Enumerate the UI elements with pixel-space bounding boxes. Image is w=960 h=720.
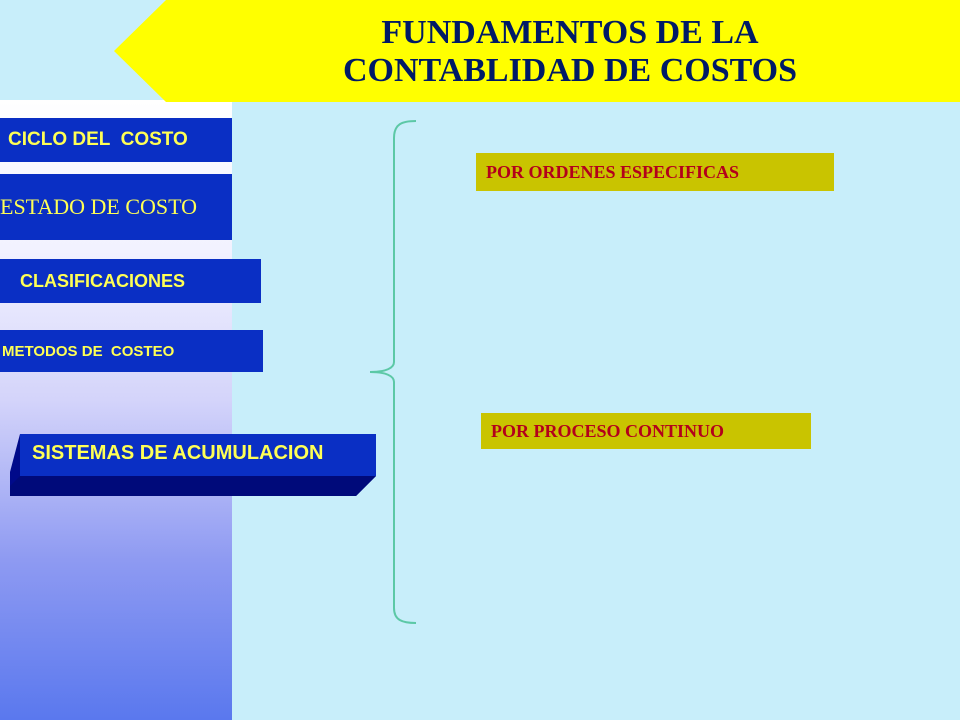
title-banner-shape: [114, 0, 960, 102]
option-por-proceso-continuo[interactable]: POR PROCESO CONTINUO: [481, 413, 811, 449]
title-line-1: FUNDAMENTOS DE LA: [381, 14, 759, 51]
nav-label: ESTADO DE COSTO: [0, 194, 198, 219]
curly-brace: [366, 118, 426, 633]
title-line-2: CONTABLIDAD DE COSTOS: [342, 52, 798, 89]
nav-label: METODOS DE COSTEO: [2, 342, 175, 360]
nav-button-metodos-de-costeo[interactable]: METODOS DE COSTEO: [0, 330, 263, 372]
sistemas-face: [20, 434, 376, 476]
nav-button-estado-de-costo[interactable]: ESTADO DE COSTO: [0, 174, 232, 240]
brace-path: [369, 120, 417, 624]
nav-button-ciclo-del-costo[interactable]: CICLO DEL COSTO: [0, 118, 232, 162]
nav-label: SISTEMAS DE ACUMULACION: [32, 442, 324, 464]
nav-button-sistemas-de-acumulacion[interactable]: SISTEMAS DE ACUMULACION: [10, 434, 376, 496]
option-por-ordenes-especificas[interactable]: POR ORDENES ESPECIFICAS: [476, 153, 834, 191]
nav-label: CLASIFICACIONES: [20, 270, 186, 291]
title-banner: [114, 0, 960, 102]
page-title: FUNDAMENTOS DE LA CONTABLIDAD DE COSTOS: [290, 14, 850, 90]
nav-button-clasificaciones[interactable]: CLASIFICACIONES: [0, 259, 261, 303]
option-label: POR ORDENES ESPECIFICAS: [486, 161, 740, 182]
nav-label: CICLO DEL COSTO: [8, 129, 188, 150]
option-label: POR PROCESO CONTINUO: [491, 420, 725, 441]
sistemas-bevel: [10, 476, 376, 496]
